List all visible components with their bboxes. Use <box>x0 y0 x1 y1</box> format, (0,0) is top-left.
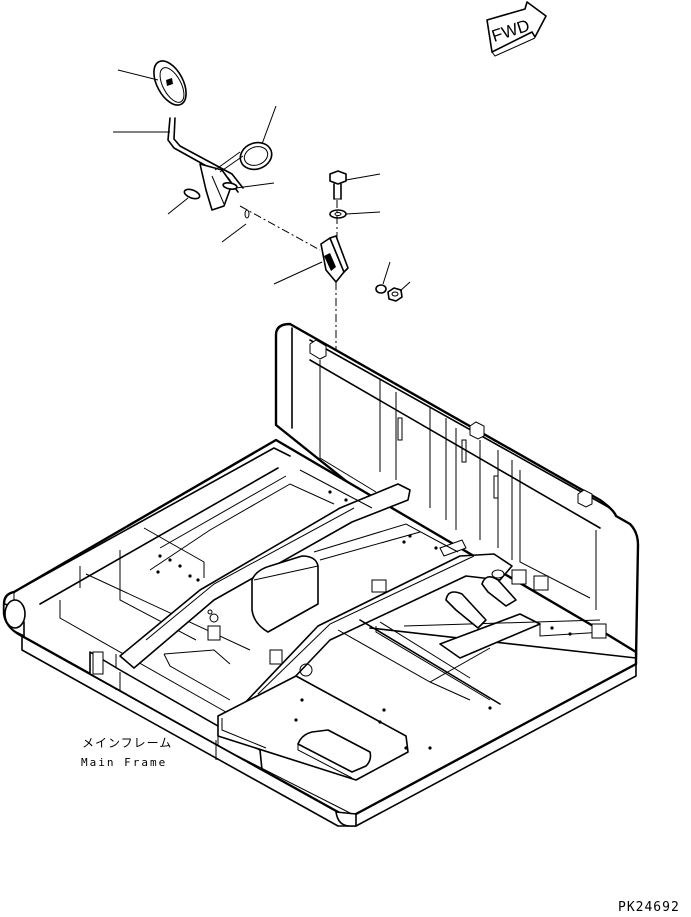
drawing-number: PK24692 <box>618 900 680 915</box>
clip-pin <box>183 182 250 219</box>
exploded-parts <box>153 60 403 352</box>
bracket <box>320 235 349 283</box>
main-frame-label-jp: メインフレーム <box>82 736 173 750</box>
center-box <box>251 555 387 633</box>
forward-arrow-icon: FWD <box>486 1 547 57</box>
front-crossmember <box>89 651 263 771</box>
rod-lever <box>167 117 244 211</box>
leader-lines <box>113 69 411 292</box>
main-frame-label-en: Main Frame <box>81 756 168 769</box>
frame-bolt-dots <box>156 490 572 750</box>
main-frame <box>2 322 640 827</box>
curved-bracket <box>439 539 517 629</box>
side-rail-right <box>359 569 637 705</box>
front-tray <box>217 675 409 815</box>
bolt <box>329 170 347 200</box>
washer <box>329 209 347 219</box>
cover-plate <box>153 60 187 106</box>
floor-details <box>149 469 491 701</box>
spring-clip <box>239 141 273 171</box>
nut <box>375 284 403 302</box>
